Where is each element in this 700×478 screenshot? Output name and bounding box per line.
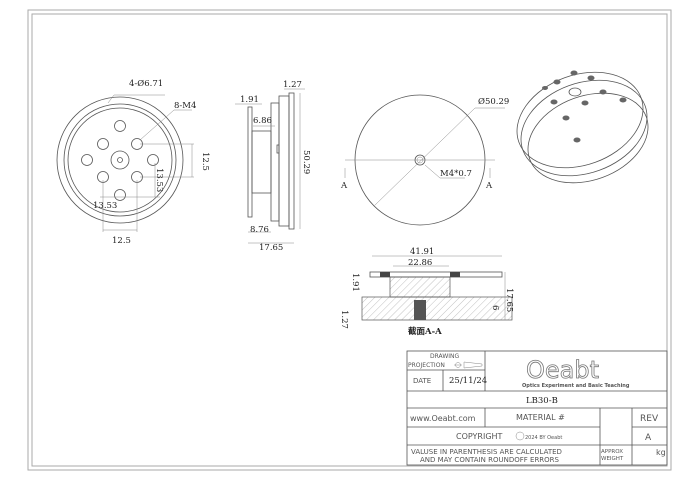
logo-subtitle: Optics Experiment and Basic Teaching xyxy=(522,383,630,389)
disclaimer-line1: VALUSE IN PARENTHESIS ARE CALCULATED xyxy=(411,448,562,456)
dim-inner: 22.86 xyxy=(408,258,432,268)
rev-label: REV xyxy=(640,414,659,424)
section-caption: 截面A-A xyxy=(408,326,442,337)
date-value: 25/11/24 xyxy=(449,376,487,386)
disclaimer-line2: AND MAY CONTAIN ROUNDOFF ERRORS xyxy=(420,456,560,464)
top-view: Ø50.29 M4*0.7 A A xyxy=(340,94,509,226)
approx-label: APPROX xyxy=(601,449,623,455)
side-view: 1.91 1.27 6.86 50.29 8.76 17.65 xyxy=(235,80,311,253)
dim-base: 8.76 xyxy=(250,225,269,235)
front-view: 4-Ø6.71 8-M4 12.5 13.53 13.53 12.5 xyxy=(56,78,210,246)
dim-offset-vertical: 13.53 xyxy=(154,168,164,192)
dim-outer: 41.91 xyxy=(410,247,434,257)
weight-label: WEIGHT xyxy=(601,456,624,462)
outer-border xyxy=(27,9,672,471)
material-label: MATERIAL # xyxy=(516,413,565,422)
dim-horizontal-spacing: 12.5 xyxy=(112,236,131,246)
dim-total: 17.65 xyxy=(259,243,283,253)
dim-body: 6.86 xyxy=(253,116,272,126)
weight-unit: kg xyxy=(656,448,666,457)
diameter-callout: Ø50.29 xyxy=(478,96,509,107)
mount-holes xyxy=(81,120,159,201)
projection-label: PROJECTION xyxy=(408,362,445,369)
dim-vertical-spacing: 12.5 xyxy=(200,152,210,171)
section-mark-left: A xyxy=(340,181,348,191)
dim-offset-horizontal: 13.53 xyxy=(93,201,117,211)
title-block: DRAWING PROJECTION DATE 25/11/24 Oeabt O… xyxy=(406,350,668,466)
copyright-year: 2024 BY Oeabt xyxy=(525,435,562,441)
part-number: LB30-B xyxy=(526,396,558,406)
dim-lip-section: 1.27 xyxy=(339,310,349,329)
drawing-label: DRAWING xyxy=(430,353,460,360)
section-mark-right: A xyxy=(485,181,493,191)
copyright-label: COPYRIGHT xyxy=(456,432,503,441)
isometric-view xyxy=(516,70,649,184)
section-view: 41.91 22.86 1.91 17.65 6 1.27 截面A-A xyxy=(339,247,514,337)
website-link[interactable]: www.Oeabt.com xyxy=(410,414,476,423)
copyright-icon xyxy=(515,431,525,441)
inner-border xyxy=(31,13,668,467)
dim-flange-section: 1.91 xyxy=(350,273,360,292)
dim-lip: 1.27 xyxy=(283,80,302,90)
date-label: DATE xyxy=(413,377,431,385)
logo: Oeabt xyxy=(526,356,599,384)
rev-value: A xyxy=(645,433,652,443)
center-thread-callout: M4*0.7 xyxy=(440,169,472,179)
thread-callout: 8-M4 xyxy=(174,101,196,111)
dim-flange: 1.91 xyxy=(240,95,259,105)
dim-total-height: 17.65 xyxy=(504,288,514,312)
dim-diameter: 50.29 xyxy=(301,150,311,174)
holes-callout: 4-Ø6.71 xyxy=(129,78,163,89)
projection-symbol-icon xyxy=(454,361,483,369)
dim-base-section: 6 xyxy=(490,305,500,310)
